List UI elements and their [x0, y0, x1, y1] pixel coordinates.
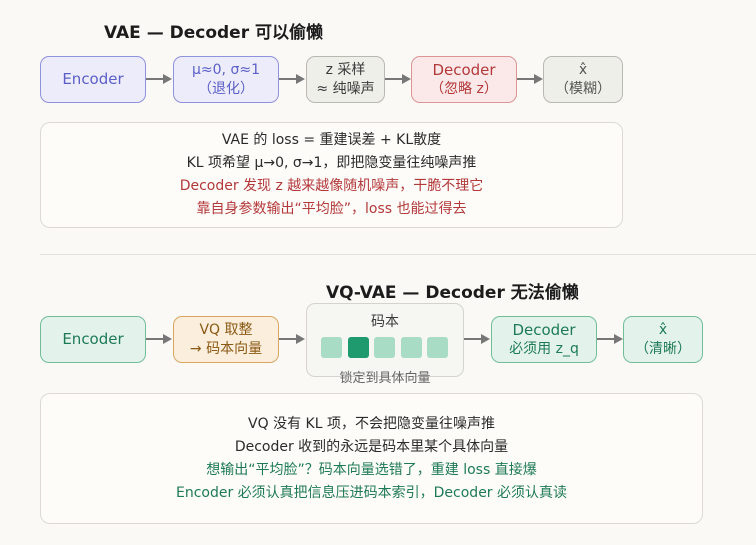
section-divider [40, 254, 756, 255]
vqvae-decoder-line1: Decoder [512, 320, 576, 339]
arrow [385, 74, 411, 84]
vqvae-output-line2: （清晰） [635, 340, 691, 357]
arrow [279, 74, 305, 84]
vqvae-decoder-box: Decoder 必须用 z_q [491, 316, 597, 363]
codebook-vector [374, 337, 395, 358]
vq-line2: → 码本向量 [189, 340, 263, 357]
vae-explanation-panel: VAE 的 loss = 重建误差 + KL散度 KL 项希望 μ→0, σ→1… [40, 122, 623, 228]
vae-z-line1: z 采样 [325, 61, 366, 78]
vae-latent-box: μ≈0, σ≈1 （退化） [173, 56, 279, 103]
codebook-title: 码本 [371, 314, 399, 330]
vqvae-title: VQ-VAE — Decoder 无法偷懒 [326, 283, 579, 303]
arrow [517, 74, 543, 84]
vae-output-box: x̂ （模糊） [543, 56, 623, 103]
vae-title: VAE — Decoder 可以偷懒 [104, 23, 324, 43]
vae-output-line1: x̂ [578, 61, 588, 78]
vae-encoder-label: Encoder [62, 70, 124, 88]
vae-note-2: KL 项希望 μ→0, σ→1，即把隐变量往纯噪声推 [186, 155, 477, 171]
vae-latent-line1: μ≈0, σ≈1 [192, 61, 260, 78]
codebook-caption: 锁定到具体向量 [339, 371, 431, 386]
codebook-vector [321, 337, 342, 358]
vae-encoder-box: Encoder [40, 56, 146, 103]
vqvae-note-3: 想输出“平均脸”？码本向量选错了，重建 loss 直接爆 [206, 461, 537, 478]
vqvae-output-box: x̂ （清晰） [623, 316, 703, 363]
vqvae-encoder-box: Encoder [40, 316, 146, 363]
vae-note-4: 靠自身参数输出“平均脸”，loss 也能过得去 [196, 201, 467, 217]
vae-z-line2: ≈ 纯噪声 [316, 80, 375, 97]
vqvae-explanation-panel: VQ 没有 KL 项，不会把隐变量往噪声推 Decoder 收到的永远是码本里某… [40, 393, 703, 524]
arrow [279, 334, 305, 344]
vae-output-line2: （模糊） [555, 80, 611, 97]
vqvae-note-1: VQ 没有 KL 项，不会把隐变量往噪声推 [248, 415, 495, 432]
vae-latent-line2: （退化） [198, 80, 254, 97]
codebook-vector [400, 337, 422, 358]
vae-decoder-box: Decoder （忽略 z） [411, 56, 517, 103]
codebook-vector [427, 337, 448, 358]
vqvae-decoder-line2: 必须用 z_q [509, 340, 579, 357]
vq-line1: VQ 取整 [199, 321, 253, 338]
vqvae-encoder-label: Encoder [62, 330, 124, 348]
arrow [146, 74, 172, 84]
vae-note-1: VAE 的 loss = 重建误差 + KL散度 [221, 132, 442, 148]
vae-note-3: Decoder 发现 z 越来越像随机噪声，干脆不理它 [179, 178, 484, 194]
vqvae-note-2: Decoder 收到的永远是码本里某个具体向量 [234, 438, 509, 455]
vae-z-sample-box: z 采样 ≈ 纯噪声 [306, 56, 385, 103]
vae-decoder-line1: Decoder [432, 60, 496, 79]
arrow [597, 334, 623, 344]
vqvae-output-line1: x̂ [658, 321, 668, 338]
arrow [146, 334, 172, 344]
vae-decoder-line2: （忽略 z） [430, 80, 498, 97]
arrow [464, 334, 490, 344]
vqvae-note-4: Encoder 必须认真把信息压进码本索引，Decoder 必须认真读 [175, 484, 568, 501]
codebook-vector-selected [347, 337, 369, 358]
vq-quantize-box: VQ 取整 → 码本向量 [173, 316, 279, 363]
